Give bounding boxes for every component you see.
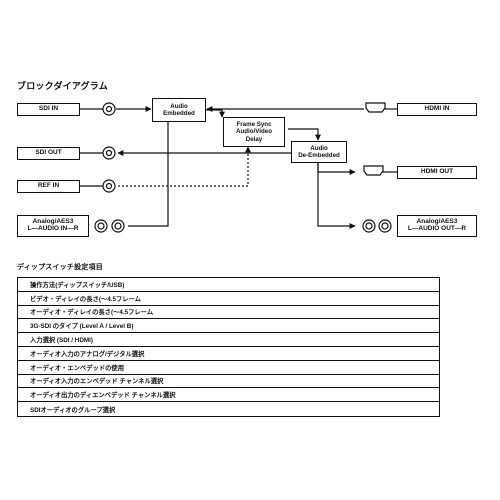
frame-sync-line3: Delay xyxy=(245,135,263,143)
audio-embedded-line1: Audio xyxy=(170,102,188,110)
wire-analog-out xyxy=(317,162,356,229)
dip-switch-row: 3G-SDI のタイプ (Level A / Level B) xyxy=(18,319,439,334)
frame-sync-block: Frame Sync Audio/Video Delay xyxy=(223,117,285,147)
dip-switch-row: ビデオ・ディレイの長さ(〜4.5フレーム xyxy=(18,292,439,306)
ref-in-connector xyxy=(102,179,116,193)
dip-switch-row: 操作方法(ディップスイッチ/USB) xyxy=(18,278,439,292)
dip-switch-row: SDIオーディオのグループ選択 xyxy=(30,406,116,414)
dip-switch-row: オーディオ・ディレイの長さ(〜4.5フレーム xyxy=(18,306,439,320)
wire-framesync-to-deembedded xyxy=(288,128,321,141)
block-diagram-title: ブロックダイアグラム xyxy=(17,81,108,91)
analog-out-label-line2: L—AUDIO OUT—R xyxy=(407,225,467,232)
dip-switch-row: オーディオ入力のアナログ/デジタル選択 xyxy=(18,347,439,361)
wire-hdmi-out xyxy=(317,162,356,175)
de-embedded-block: Audio De-Embedded xyxy=(291,141,347,163)
sdi-out-connector xyxy=(102,146,116,160)
wire-analog-in xyxy=(128,113,171,227)
analog-in-label-line1: Analog/AES3 xyxy=(32,218,74,226)
analog-out-r-connector xyxy=(378,219,392,233)
sdi-in-connector xyxy=(102,102,116,116)
audio-embedded-line2: Embedded xyxy=(163,110,195,117)
wire-ref-in xyxy=(118,146,251,187)
analog-out-l-connector xyxy=(362,219,376,233)
hdmi-out-label: HDMI OUT xyxy=(397,166,477,179)
wire-embedded-to-framesync xyxy=(205,109,225,118)
dip-switch-row: オーディオ出力のディエンベデッド チャンネル選択 xyxy=(18,388,439,403)
analog-out-label: Analog/AES3 L—AUDIO OUT—R xyxy=(397,215,477,237)
dip-switch-title: ディップスイッチ設定項目 xyxy=(17,264,103,271)
sdi-in-label: SDI IN xyxy=(17,103,80,116)
dip-switch-row: オーディオ入力のエンベデッド チャンネル選択 xyxy=(18,375,439,389)
sdi-out-label: SDI OUT xyxy=(17,147,80,160)
hdmi-out-port-icon xyxy=(363,165,384,176)
dip-switch-table: 操作方法(ディップスイッチ/USB) ビデオ・ディレイの長さ(〜4.5フレーム … xyxy=(17,277,440,417)
ref-in-label: REF IN xyxy=(17,180,80,193)
hdmi-in-label: HDMI IN xyxy=(397,103,477,116)
hdmi-in-port-icon xyxy=(365,102,386,113)
frame-sync-line2: Audio/Video xyxy=(236,128,272,136)
analog-in-l-connector xyxy=(94,219,108,233)
dip-switch-row: オーディオ・エンベデッドの使用 xyxy=(18,361,439,375)
analog-in-r-connector xyxy=(111,219,125,233)
analog-out-label-line1: Analog/AES3 xyxy=(416,218,458,226)
analog-in-label: Analog/AES3 L—AUDIO IN—R xyxy=(17,215,89,237)
audio-embedded-block: Audio Embedded xyxy=(152,98,206,122)
frame-sync-line1: Frame Sync xyxy=(236,121,272,129)
dip-switch-row: 入力選択 (SDI / HDMI) xyxy=(18,333,439,347)
analog-in-label-line2: L—AUDIO IN—R xyxy=(27,225,79,232)
de-embedded-line1: Audio xyxy=(310,144,328,152)
de-embedded-line2: De-Embedded xyxy=(298,152,340,159)
